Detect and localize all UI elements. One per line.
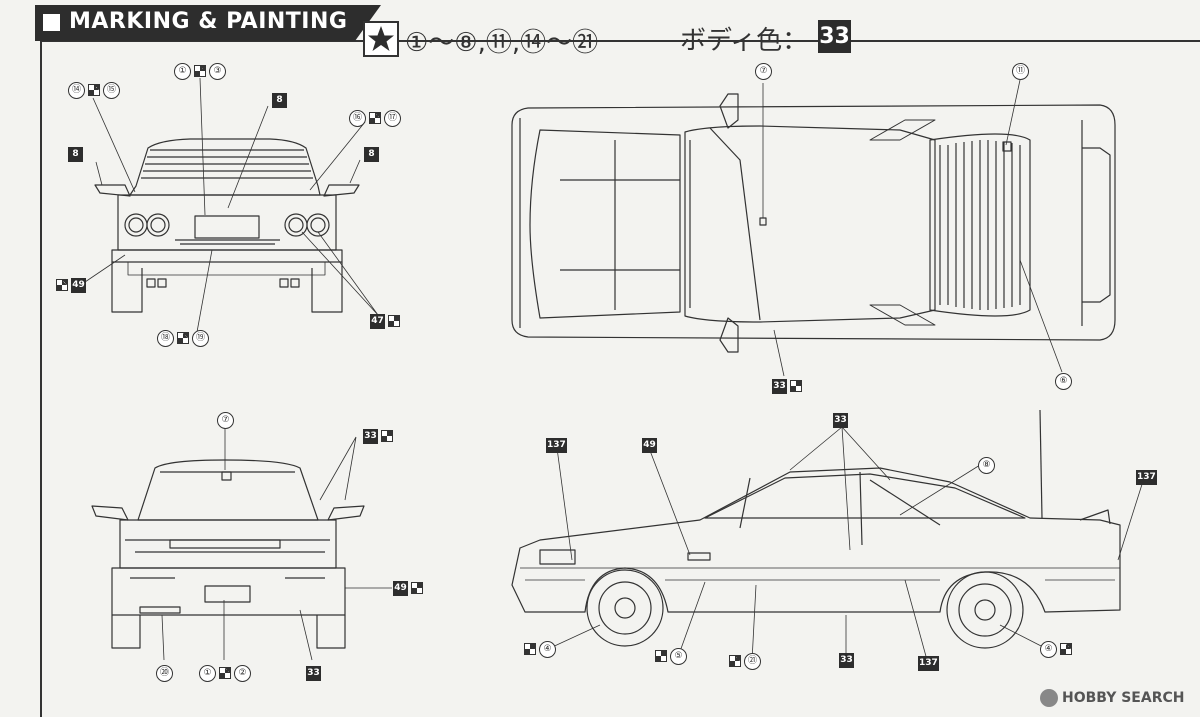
decal-star-icon (363, 21, 399, 57)
callout-33-top: 33 (772, 378, 802, 394)
body-color-number: 33 (818, 20, 851, 53)
callout-8-left: 8 (68, 146, 83, 162)
decal-number: ⑱ (157, 329, 174, 347)
decal-icon (790, 380, 802, 392)
paint-number: 49 (642, 437, 657, 453)
decal-icon (194, 65, 206, 77)
decal-number: ⑮ (103, 81, 120, 99)
decal-number: ④ (1040, 640, 1057, 658)
decal-number: ③ (209, 62, 226, 80)
decal-number: ⑲ (192, 329, 209, 347)
paint-number: 8 (364, 146, 379, 162)
paint-number: 33 (833, 412, 848, 428)
paint-number: 47 (370, 313, 385, 329)
decal-part-list: ①〜⑧,⑪,⑭〜㉑ (405, 28, 599, 58)
callout-4-left: ④ (524, 640, 556, 658)
decal-icon (655, 650, 667, 662)
decal-icon (388, 315, 400, 327)
decal-number: ⑳ (156, 664, 173, 682)
callout-21: ㉑ (729, 652, 761, 670)
decal-number: ⑦ (217, 411, 234, 429)
section-header: MARKING & PAINTING (35, 5, 381, 41)
paint-number: 8 (68, 146, 83, 162)
paint-number: 33 (363, 428, 378, 444)
body-color-label: ボディ色： (680, 26, 809, 56)
decal-icon (88, 84, 100, 96)
decal-number: ① (199, 664, 216, 682)
decal-number: ⑦ (755, 62, 772, 80)
paint-number: 33 (306, 665, 321, 681)
callout-20: ⑳ (156, 664, 173, 682)
paint-number: 33 (772, 378, 787, 394)
decal-number: ⑭ (68, 81, 85, 99)
decal-number: ⑧ (978, 456, 995, 474)
decal-number: ㉑ (744, 652, 761, 670)
paint-number: 49 (393, 580, 408, 596)
callout-6: ⑥ (1055, 372, 1072, 390)
front-view-drawing (91, 459, 365, 649)
callout-33-side-bottom: 33 (839, 652, 854, 668)
leader-lines (84, 77, 1145, 662)
callout-33-front: 33 (363, 428, 393, 444)
decal-number: ② (234, 664, 251, 682)
decal-number: ⑪ (1012, 62, 1029, 80)
callout-49-side: 49 (642, 437, 657, 453)
paint-number: 137 (1136, 469, 1157, 485)
decal-icon (381, 430, 393, 442)
callout-33-front-bottom: 33 (306, 665, 321, 681)
decal-number: ⑥ (1055, 372, 1072, 390)
paint-number: 8 (272, 92, 287, 108)
paint-number: 137 (918, 655, 939, 671)
decal-icon (177, 332, 189, 344)
callout-8-right: 8 (364, 146, 379, 162)
callout-49-front: 49 (393, 580, 423, 596)
decal-icon (1060, 643, 1072, 655)
top-view-drawing (511, 93, 1116, 353)
callout-137-bottom: 137 (918, 655, 939, 671)
side-view-drawing (511, 409, 1121, 649)
watermark: HOBBY SEARCH (1040, 689, 1184, 707)
decal-number: ⑯ (349, 109, 366, 127)
decal-number: ① (174, 62, 191, 80)
paint-number: 49 (71, 277, 86, 293)
decal-icon (369, 112, 381, 124)
callout-5: ⑤ (655, 647, 687, 665)
callout-8-top: 8 (272, 92, 287, 108)
hobby-search-logo-icon (1040, 689, 1058, 707)
decal-icon (219, 667, 231, 679)
header-square-icon (43, 14, 60, 31)
decal-icon (524, 643, 536, 655)
callout-137-left: 137 (546, 437, 567, 453)
callout-11: ⑪ (1012, 62, 1029, 80)
paint-number: 33 (839, 652, 854, 668)
decal-number: ④ (539, 640, 556, 658)
decal-icon (56, 279, 68, 291)
decal-number: ⑤ (670, 647, 687, 665)
callout-47: 47 (370, 313, 400, 329)
page-frame (40, 40, 1200, 717)
callout-137-right: 137 (1136, 469, 1157, 485)
callout-33-side-top: 33 (833, 412, 848, 428)
decal-icon (729, 655, 741, 667)
callout-7-front: ⑦ (217, 411, 234, 429)
rear-view-drawing (94, 138, 360, 313)
callout-8-side: ⑧ (978, 456, 995, 474)
section-title: MARKING & PAINTING (69, 9, 348, 34)
callout-4-right: ④ (1040, 640, 1072, 658)
decal-icon (411, 582, 423, 594)
watermark-text: HOBBY SEARCH (1062, 690, 1185, 706)
callout-7-top: ⑦ (755, 62, 772, 80)
callout-49-rear: 49 (56, 277, 86, 293)
decal-number: ⑰ (384, 109, 401, 127)
paint-number: 137 (546, 437, 567, 453)
